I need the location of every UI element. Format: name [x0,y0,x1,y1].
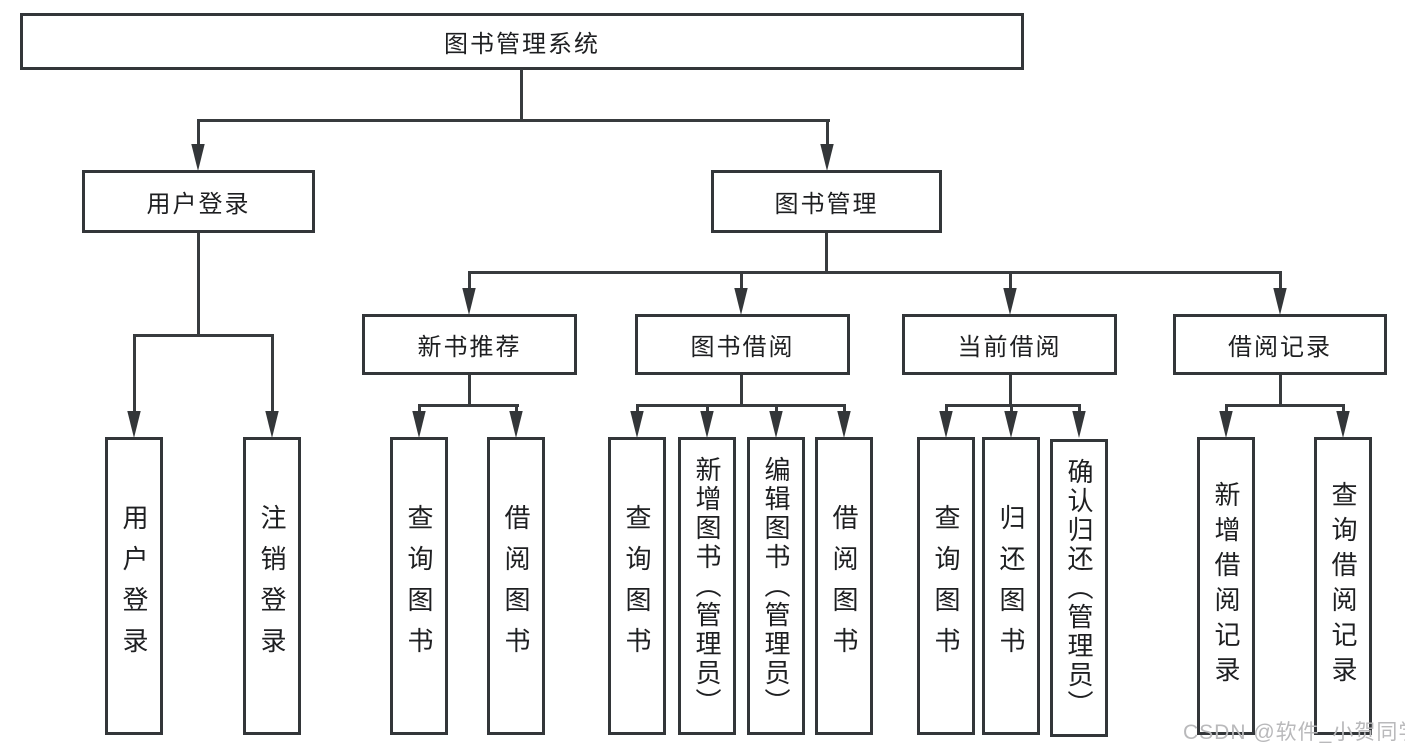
node-borrow-records: 借阅记录 [1173,314,1387,375]
arrow-to-leaf-confirm-return [1072,411,1086,438]
arrow-to-new-book [462,288,476,315]
leaf-add-book-admin-label: 新增图书（管理员） [692,455,722,717]
leaf-logout: 注销登录 [243,437,301,735]
node-new-book-label: 新书推荐 [417,334,522,361]
connector-current-leaf2-stub [1010,404,1013,414]
arrow-to-leaf-add-record [1219,411,1233,438]
leaf-query-book-borrow: 查询图书 [608,437,666,735]
leaf-add-book-admin: 新增图书（管理员） [678,437,736,735]
arrow-to-leaf-return-book [1004,411,1018,438]
leaf-confirm-return-admin: 确认归还（管理员） [1050,439,1108,737]
leaf-user-login: 用户登录 [105,437,163,735]
csdn-watermark: CSDN @软件_小贺同学 [1183,721,1405,744]
connector-borrow-horizontal [636,404,846,407]
connector-current-leaf3-stub [1078,404,1081,414]
leaf-query-book-recommend-label: 查询图书 [404,504,434,668]
arrow-to-book-mgmt [820,144,834,171]
arrow-to-borrow-records [1273,288,1287,315]
node-user-login-label: 用户登录 [146,191,251,218]
leaf-confirm-return-admin-label: 确认归还（管理员） [1064,457,1094,719]
arrow-to-user-login [191,144,205,171]
connector-login-children-horizontal [133,334,274,337]
node-library-system: 图书管理系统 [20,13,1024,70]
leaf-query-book-borrow-label: 查询图书 [622,504,652,668]
leaf-borrow-book-label: 借阅图书 [829,504,859,668]
leaf-add-borrow-record-label: 新增借阅记录 [1211,481,1241,691]
arrow-to-book-borrow [734,288,748,315]
connector-newbook-leaf1-stub [418,404,421,414]
arrow-to-leaf-add-book [700,411,714,438]
leaf-query-book-recommend: 查询图书 [390,437,448,735]
arrow-to-leaf-user-login [127,411,141,438]
connector-l3-stub-3 [1009,271,1012,293]
connector-login-leaf1-stub [133,334,136,414]
connector-current-vertical [1009,375,1012,407]
leaf-query-borrow-record: 查询借阅记录 [1314,437,1372,735]
node-book-mgmt: 图书管理 [711,170,942,233]
connector-login-leaf2-stub [271,334,274,414]
connector-current-leaf1-stub [945,404,948,414]
connector-records-horizontal [1225,404,1345,407]
arrow-to-current-borrow [1003,288,1017,315]
arrow-to-leaf-borrow-book-1 [509,411,523,438]
leaf-borrow-book: 借阅图书 [815,437,873,735]
leaf-borrow-book-recommend-label: 借阅图书 [501,504,531,668]
arrow-to-leaf-logout [265,411,279,438]
connector-root-vertical [520,69,523,122]
node-current-borrow-label: 当前借阅 [957,334,1062,361]
connector-borrow-leaf3-stub [775,404,778,414]
arrow-to-leaf-query-record [1336,411,1350,438]
leaf-user-login-label: 用户登录 [119,504,149,668]
connector-l3-stub-4 [1279,271,1282,293]
leaf-add-borrow-record: 新增借阅记录 [1197,437,1255,735]
leaf-edit-book-admin-label: 编辑图书（管理员） [761,455,791,717]
connector-level3-horizontal [468,271,1282,274]
connector-level2-horizontal [197,119,830,122]
node-user-login: 用户登录 [82,170,315,233]
connector-l3-stub-2 [740,271,743,293]
connector-newbook-vertical [468,375,471,407]
connector-login-vertical [197,233,200,337]
leaf-borrow-book-recommend: 借阅图书 [487,437,545,735]
leaf-query-book-current-label: 查询图书 [931,504,961,668]
connector-records-leaf1-stub [1225,404,1228,414]
connector-borrow-leaf1-stub [636,404,639,414]
node-borrow-records-label: 借阅记录 [1228,334,1332,361]
leaf-logout-label: 注销登录 [257,504,287,668]
connector-l3-stub-1 [468,271,471,293]
node-book-borrow-label: 图书借阅 [690,334,795,361]
connector-newbook-horizontal [418,404,519,407]
leaf-query-book-current: 查询图书 [917,437,975,735]
arrow-to-leaf-query-book-1 [412,411,426,438]
node-new-book: 新书推荐 [362,314,577,375]
leaf-edit-book-admin: 编辑图书（管理员） [747,437,805,735]
arrow-to-leaf-edit-book [769,411,783,438]
node-current-borrow: 当前借阅 [902,314,1117,375]
node-book-mgmt-label: 图书管理 [774,191,879,218]
connector-records-vertical [1279,375,1282,407]
leaf-return-book: 归还图书 [982,437,1040,735]
connector-mgmt-vertical [825,233,828,273]
connector-borrow-leaf4-stub [843,404,846,414]
connector-borrow-leaf2-stub [706,404,709,414]
arrow-to-leaf-query-book-3 [939,411,953,438]
connector-borrow-vertical [740,375,743,407]
arrow-to-leaf-borrow-book-2 [837,411,851,438]
node-book-borrow: 图书借阅 [635,314,850,375]
connector-current-horizontal [945,404,1081,407]
leaf-query-borrow-record-label: 查询借阅记录 [1328,481,1358,691]
arrow-to-leaf-query-book-2 [630,411,644,438]
connector-records-leaf2-stub [1342,404,1345,414]
connector-mgmt-stub [826,119,829,149]
leaf-return-book-label: 归还图书 [996,504,1026,668]
connector-login-stub [197,119,200,149]
node-library-system-label: 图书管理系统 [444,31,600,58]
connector-newbook-leaf2-stub [515,404,518,414]
